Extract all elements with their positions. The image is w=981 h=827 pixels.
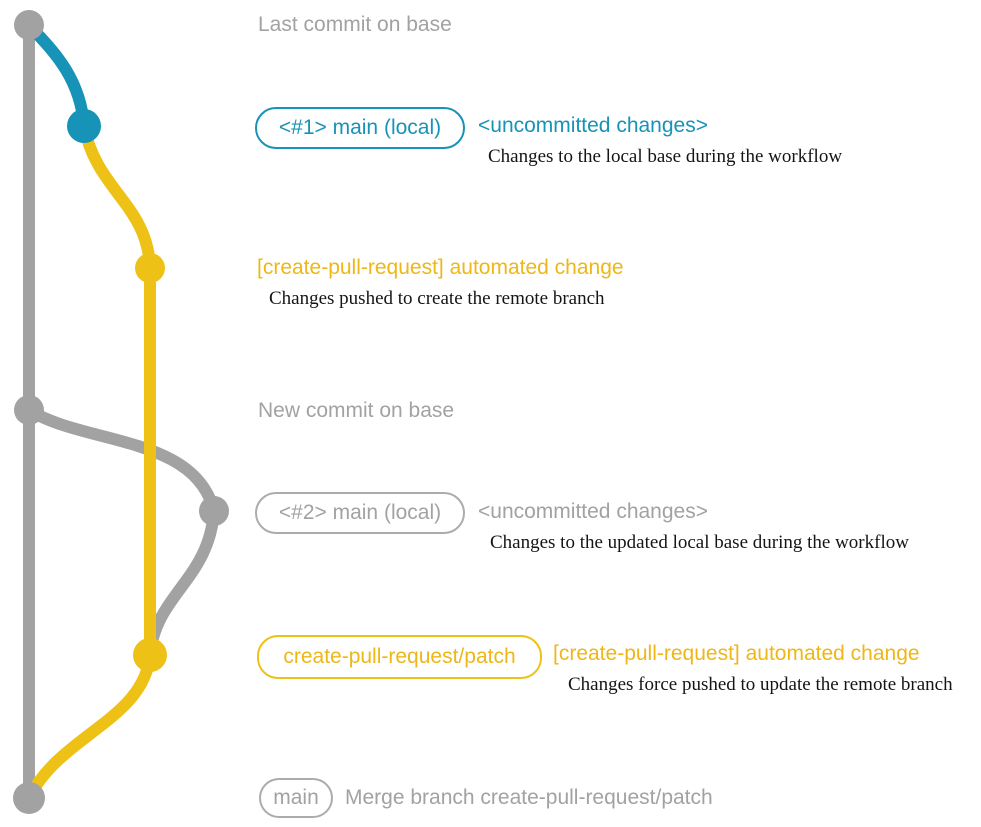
headline-uncommitted-changes-2: <uncommitted changes> [478,500,708,523]
branch-label-main-local-1: <#1> main (local) [255,107,465,149]
patch-branch-upper-curve [78,120,156,274]
local-changes-curve [23,19,90,132]
annotation-last-commit-on-base: Last commit on base [258,13,452,36]
commit-node-automated-change-2 [133,638,167,672]
patch-merge-curve [23,649,156,804]
branch-graph [13,10,229,814]
caption-pushed-create-remote: Changes pushed to create the remote bran… [269,288,605,309]
headline-merge-branch: Merge branch create-pull-request/patch [345,786,713,809]
branch-label-main-local-2: <#2> main (local) [255,492,465,534]
branch-label-main: main [259,778,333,818]
commit-node-last-base [14,10,44,40]
commit-node-uncommitted-2 [199,496,229,526]
annotation-new-commit-on-base: New commit on base [258,399,455,422]
base-to-local2-curve [23,404,220,517]
headline-automated-change-2: [create-pull-request] automated change [553,642,920,665]
commit-node-uncommitted-1 [67,109,101,143]
branch-label-patch: create-pull-request/patch [257,635,542,679]
commit-node-merge [13,782,45,814]
caption-updated-local-base-changes: Changes to the updated local base during… [490,532,909,553]
commit-node-automated-change-1 [135,253,165,283]
caption-local-base-changes: Changes to the local base during the wor… [488,146,843,167]
headline-uncommitted-changes-1: <uncommitted changes> [478,114,708,137]
caption-force-pushed-update-remote: Changes force pushed to update the remot… [568,674,953,695]
headline-automated-change-1: [create-pull-request] automated change [257,256,624,279]
local2-to-patch-curve [144,505,220,661]
commit-node-new-base [14,395,44,425]
